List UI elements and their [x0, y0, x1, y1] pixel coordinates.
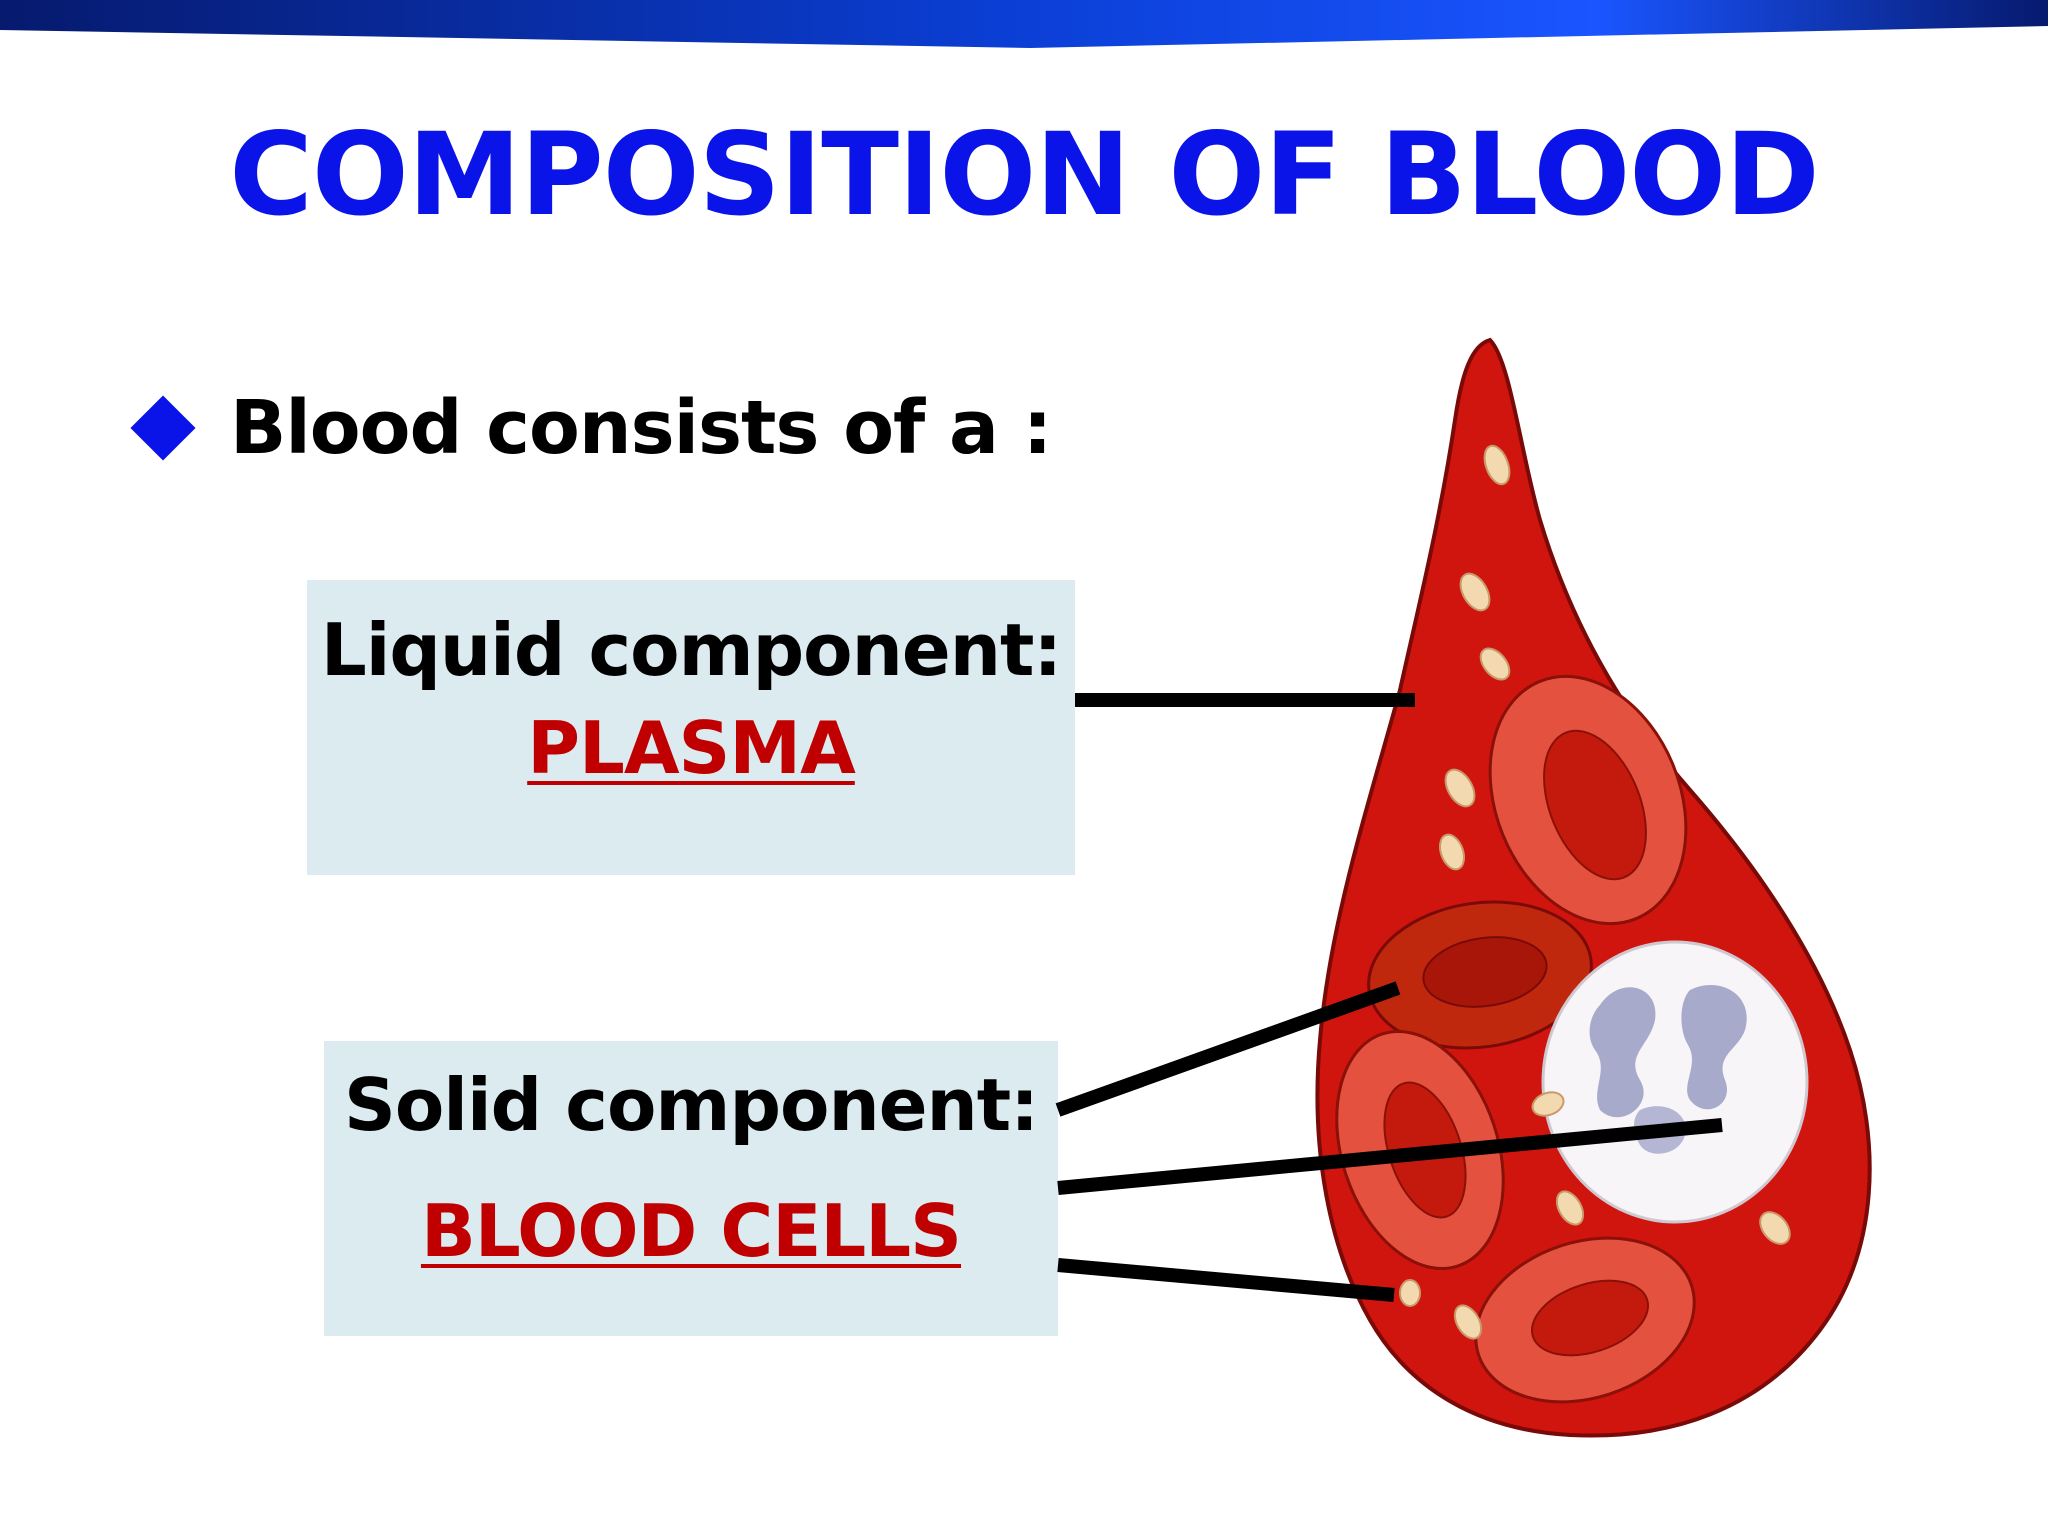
- plasma-term: PLASMA: [527, 706, 856, 790]
- red-blood-cell-2: [1367, 900, 1593, 1050]
- platelets: [1399, 444, 1791, 1340]
- slide-title: COMPOSITION OF BLOOD: [229, 108, 1820, 241]
- bullet-point: Blood consists of a :: [128, 378, 1052, 478]
- red-blood-cell-1: [1488, 674, 1688, 926]
- bullet-text: Blood consists of a :: [230, 385, 1052, 471]
- top-header-bar: [0, 0, 2048, 48]
- rbc-connector-line: [1055, 981, 1401, 1117]
- platelet-connector-line: [1057, 1258, 1395, 1302]
- connector-lines: [1055, 693, 1723, 1302]
- solid-component-box: Solid component: BLOOD CELLS: [324, 1041, 1058, 1336]
- wbc-connector-line: [1057, 1118, 1723, 1195]
- blood-cells-term: BLOOD CELLS: [420, 1189, 962, 1273]
- white-blood-cell: [1541, 940, 1809, 1224]
- liquid-component-heading: Liquid component:: [320, 608, 1062, 692]
- liquid-component-box: Liquid component: PLASMA: [307, 580, 1075, 875]
- solid-component-heading: Solid component:: [343, 1063, 1039, 1147]
- red-blood-cell-4: [1474, 1236, 1696, 1404]
